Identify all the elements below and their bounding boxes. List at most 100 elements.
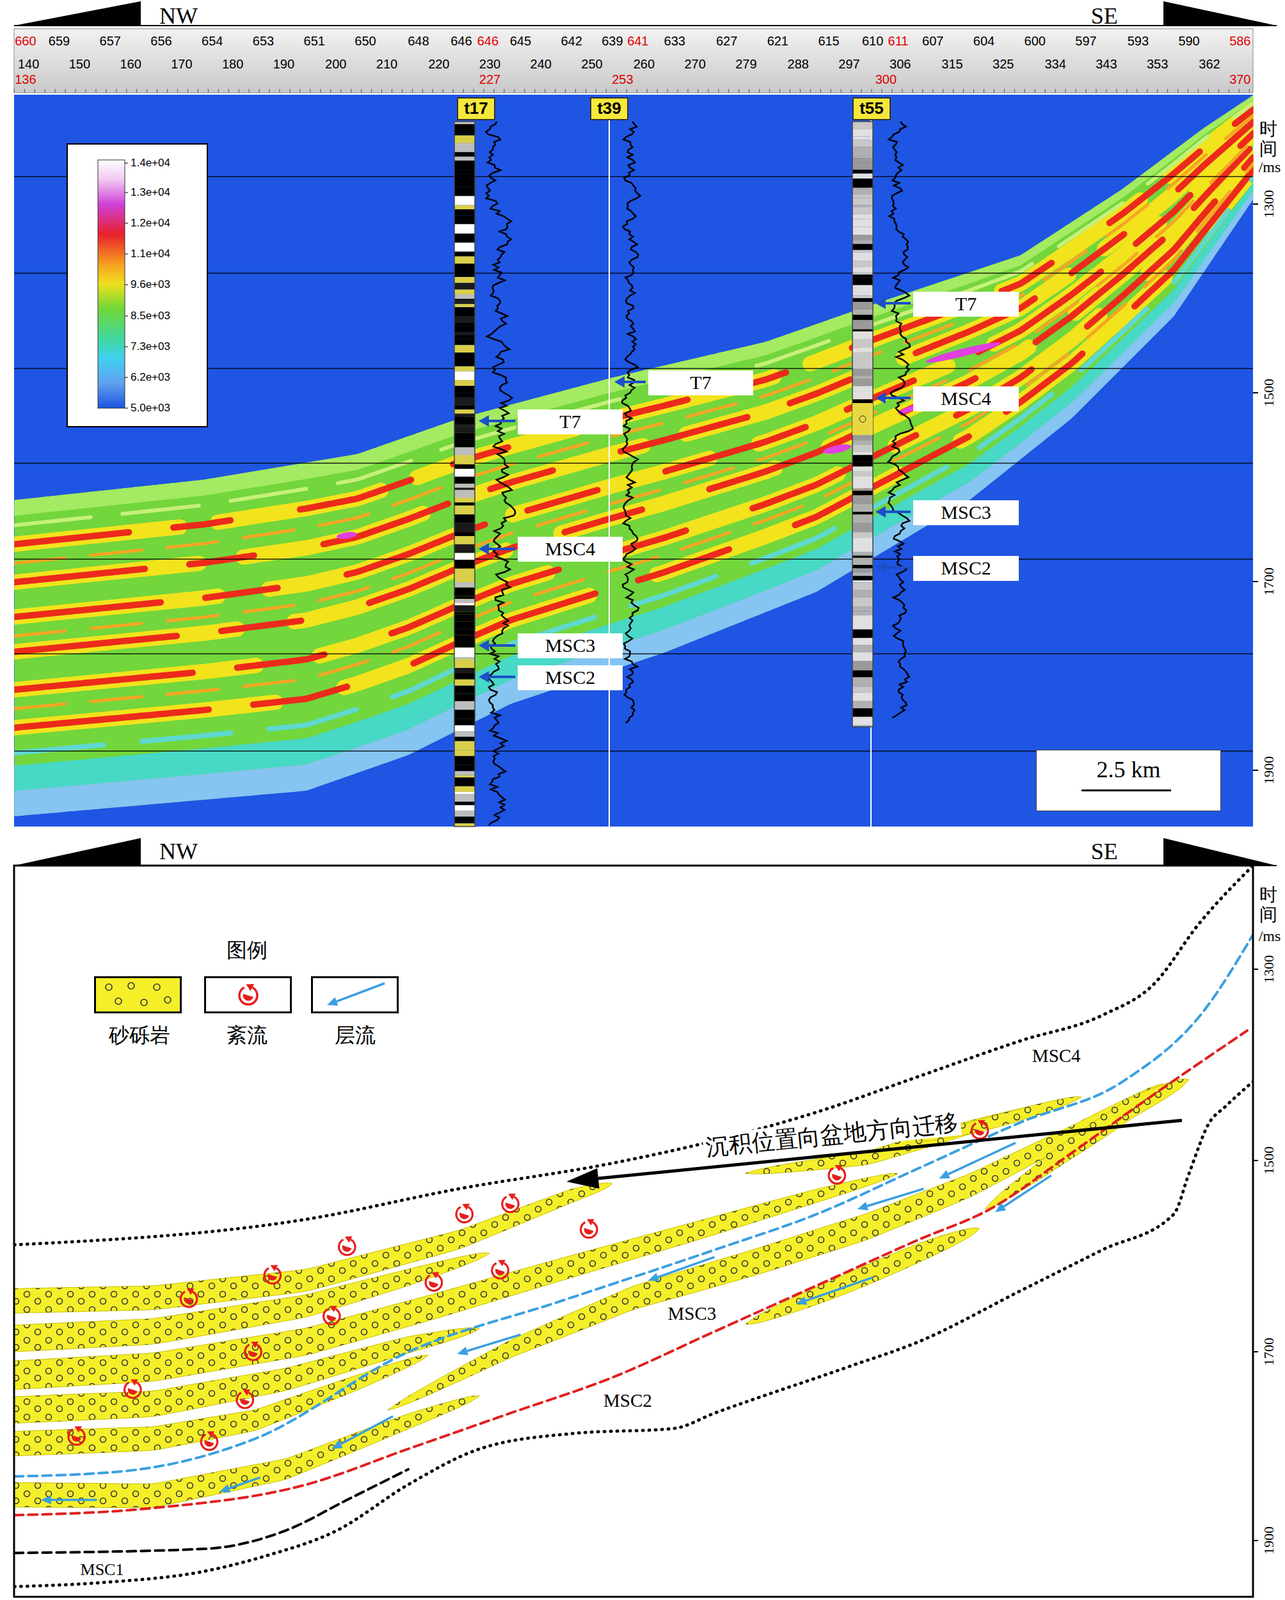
turbulent-flow-symbol-part	[74, 1426, 82, 1433]
seismic-section-part	[14, 558, 1254, 560]
well-column-part	[454, 701, 475, 710]
well-column-part	[852, 488, 873, 491]
well-column-part	[852, 206, 873, 214]
text-label: 370	[1229, 72, 1251, 88]
well-column-part	[454, 143, 475, 153]
well-column-part	[852, 620, 873, 630]
well-column-part	[852, 568, 873, 573]
sand-gravel-body-part	[14, 1327, 480, 1424]
trace-ruler-part	[207, 88, 209, 93]
well-column-part	[852, 552, 873, 557]
text-label: 180	[222, 56, 244, 72]
well-column-part	[454, 316, 475, 324]
well-column-part	[454, 380, 475, 386]
horizon-pick-arrow-part	[885, 302, 911, 305]
well-column-part	[852, 471, 873, 477]
well-column-part	[454, 289, 475, 296]
well-column-part	[852, 178, 873, 188]
trace-ruler-part	[1065, 88, 1067, 93]
text-label: 8.5e+03	[130, 309, 171, 323]
well-column-part	[454, 523, 475, 533]
text-label: NW	[159, 3, 198, 30]
turbulent-flow-symbol-part	[267, 1274, 278, 1281]
well-column-part	[852, 376, 873, 379]
pebble	[140, 999, 148, 1006]
text-label: 150	[69, 56, 91, 72]
turbulent-flow-symbol-part	[264, 1268, 281, 1284]
well-column-part	[454, 686, 475, 695]
turbulent-flow-symbol-part	[492, 1263, 509, 1279]
sand-gravel-body-part	[14, 1173, 898, 1390]
text-label: 时间	[1259, 119, 1278, 160]
well-column-part	[852, 147, 873, 157]
well-log-curve	[622, 121, 640, 724]
well-column-part	[454, 536, 475, 545]
text-label: 325	[992, 56, 1014, 72]
well-column-part	[852, 532, 873, 539]
seismic-section-part-part	[14, 94, 1254, 817]
turbulent-flow-symbol-part	[270, 1265, 279, 1272]
trace-ruler-part	[1105, 88, 1107, 93]
legend-swatch	[94, 976, 182, 1014]
well-column-part	[852, 580, 873, 583]
trace-ruler-part	[728, 88, 729, 93]
well-column-part	[454, 805, 475, 812]
trace-ruler-part	[381, 88, 383, 93]
text-label: 343	[1095, 56, 1117, 72]
well-column-part	[454, 775, 475, 779]
well-column-part	[454, 416, 475, 425]
trace-ruler-part	[412, 88, 413, 93]
well-column-part	[454, 433, 475, 441]
well-column-part	[454, 242, 475, 252]
trace-ruler-part	[911, 88, 913, 93]
well-column-part	[852, 188, 873, 195]
well-column-part	[454, 612, 475, 615]
trace-ruler-part	[473, 88, 475, 93]
trace-ruler-part	[1218, 88, 1220, 93]
turbulent-flow-symbol-part	[508, 1194, 516, 1201]
turbulent-flow-symbol-part	[242, 1389, 251, 1397]
well-column-part	[852, 686, 873, 693]
horizon-label-box: T7	[913, 291, 1019, 317]
well-column-part	[454, 121, 475, 827]
trace-ruler-part	[1146, 88, 1148, 93]
turbulent-flow-symbol-part	[456, 1207, 473, 1223]
text-label: 160	[119, 56, 141, 72]
direction-header-part	[14, 1, 141, 26]
trace-ruler-part	[1167, 88, 1168, 93]
text-label: 200	[325, 56, 347, 72]
text-label: MSC3	[664, 1304, 719, 1326]
trace-ruler-part	[1228, 88, 1230, 93]
well-column-part	[852, 121, 873, 727]
well-trace	[608, 102, 610, 827]
text-label: 7.3e+03	[130, 340, 171, 354]
trace-ruler-part	[319, 88, 321, 93]
trace-ruler-part	[14, 88, 15, 93]
sand-gravel-body-part	[14, 1396, 480, 1509]
scale-bar	[1081, 789, 1172, 792]
legend-symbol-part	[245, 984, 255, 992]
well-column-part	[454, 195, 475, 205]
well-column-part	[852, 329, 873, 332]
horizon-pick-arrow-part	[875, 506, 886, 518]
well-column-part	[454, 352, 475, 358]
trace-ruler-part	[963, 88, 964, 93]
sand-gravel-body-part	[744, 1228, 980, 1325]
trace-ruler-part	[1075, 88, 1077, 93]
trace-ruler-part	[269, 88, 271, 93]
trace-ruler-part	[248, 88, 250, 93]
turbulent-flow-symbol	[971, 1120, 989, 1140]
well-column-part	[852, 155, 873, 159]
well-column-part	[852, 670, 873, 678]
turbulent-flow-symbol	[124, 1379, 142, 1399]
trace-ruler-part	[136, 88, 137, 93]
laminar-flow-arrow	[40, 1142, 1052, 1505]
text-label: /ms	[1258, 158, 1282, 177]
well-column-part	[852, 295, 873, 299]
well-column-part	[852, 451, 873, 455]
well-column-part	[454, 298, 475, 303]
well-column-part	[852, 511, 873, 515]
well-column-part	[454, 256, 475, 264]
well-column-part	[852, 565, 873, 569]
seismic-section-part	[14, 94, 1254, 827]
